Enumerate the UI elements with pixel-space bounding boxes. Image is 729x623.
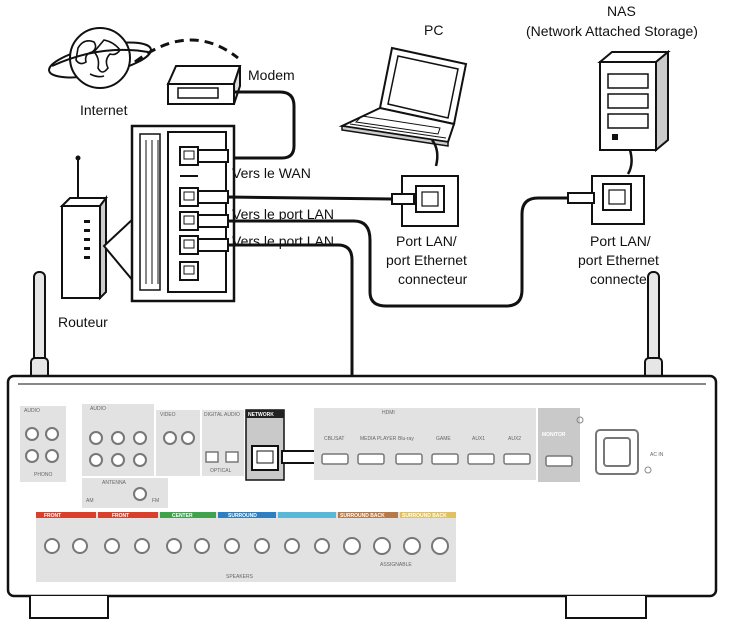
svg-text:CBL/SAT: CBL/SAT xyxy=(324,436,344,442)
pc-port-label-3: connecteur xyxy=(398,271,468,287)
svg-text:AUDIO: AUDIO xyxy=(24,408,40,414)
receiver-rear-panel: AUDIO PHONO AUDIO VIDEO ANTENNA AM FM DI… xyxy=(20,404,664,582)
svg-text:FM: FM xyxy=(152,498,159,504)
router-rear-panel xyxy=(130,124,236,303)
svg-text:DIGITAL AUDIO: DIGITAL AUDIO xyxy=(204,412,240,418)
lan-label-2: Vers le port LAN xyxy=(232,233,334,249)
svg-text:NETWORK: NETWORK xyxy=(248,412,274,418)
svg-text:AC IN: AC IN xyxy=(650,452,664,458)
lan-label-1: Vers le port LAN xyxy=(232,206,334,222)
router-icon xyxy=(59,155,135,301)
router-lan-port-4 xyxy=(179,261,199,281)
nas-label-line1: NAS xyxy=(607,3,636,19)
svg-text:PHONO: PHONO xyxy=(34,472,52,478)
router-lan-port-3 xyxy=(179,235,199,255)
internet-globe-icon xyxy=(48,27,152,89)
nas-lan-cable xyxy=(228,196,568,308)
svg-text:MEDIA PLAYER: MEDIA PLAYER xyxy=(360,436,397,442)
nas-icon xyxy=(597,49,671,153)
svg-text:VIDEO: VIDEO xyxy=(160,412,176,418)
pc-port-label-1: Port LAN/ xyxy=(396,233,457,249)
right-foot xyxy=(565,596,647,619)
svg-text:AM: AM xyxy=(86,498,94,504)
nas-port-label-3: connecteur xyxy=(590,271,660,287)
pc-lan-port xyxy=(391,175,459,227)
nas-cable-stub xyxy=(626,149,633,175)
nas-lan-port xyxy=(567,175,645,225)
nas-port-label-1: Port LAN/ xyxy=(590,233,651,249)
svg-text:AUDIO: AUDIO xyxy=(90,406,106,412)
pc-port-label-2: port Ethernet xyxy=(386,252,467,268)
svg-text:GAME: GAME xyxy=(436,436,451,442)
svg-text:AUX2: AUX2 xyxy=(508,436,521,442)
svg-text:MONITOR: MONITOR xyxy=(542,432,566,438)
nas-label-line2: (Network Attached Storage) xyxy=(526,23,698,39)
svg-text:HDMI: HDMI xyxy=(382,410,395,416)
router-lan-port-2 xyxy=(179,211,199,231)
nas-port-label-2: port Ethernet xyxy=(578,252,659,268)
svg-text:AUX1: AUX1 xyxy=(472,436,485,442)
pc-lan-cable xyxy=(227,195,393,201)
modem-icon xyxy=(166,65,242,105)
svg-text:SURROUND BACK: SURROUND BACK xyxy=(340,513,385,519)
router-wan-port xyxy=(179,146,199,166)
pc-laptop-icon xyxy=(338,46,468,147)
wan-cable xyxy=(228,90,296,160)
router-label: Routeur xyxy=(58,314,108,330)
svg-text:ANTENNA: ANTENNA xyxy=(102,480,127,486)
router-lan-port-1 xyxy=(179,187,199,207)
svg-text:Blu-ray: Blu-ray xyxy=(398,436,414,442)
svg-text:SURROUND BACK: SURROUND BACK xyxy=(402,513,447,519)
internet-label: Internet xyxy=(80,102,128,118)
svg-text:SURROUND: SURROUND xyxy=(228,513,257,519)
svg-text:SPEAKERS: SPEAKERS xyxy=(226,574,254,580)
modem-label: Modem xyxy=(248,67,295,83)
pc-label: PC xyxy=(424,22,443,38)
left-foot xyxy=(29,596,109,619)
svg-text:ASSIGNABLE: ASSIGNABLE xyxy=(380,562,412,568)
wan-label: Vers le WAN xyxy=(232,165,311,181)
pc-cable-stub xyxy=(430,139,439,167)
internet-wireless-link xyxy=(134,38,239,64)
svg-text:OPTICAL: OPTICAL xyxy=(210,468,232,474)
svg-text:FRONT: FRONT xyxy=(112,513,129,519)
svg-text:FRONT: FRONT xyxy=(44,513,61,519)
svg-text:CENTER: CENTER xyxy=(172,513,193,519)
